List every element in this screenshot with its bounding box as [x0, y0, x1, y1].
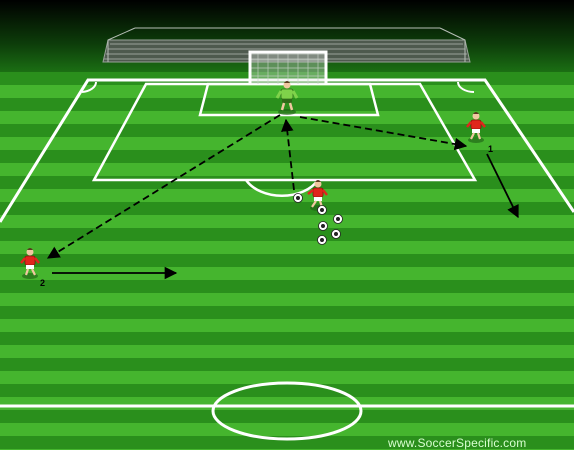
grass-stripe: [0, 241, 574, 254]
grass-stripe: [0, 163, 574, 176]
grass-stripe: [0, 332, 574, 345]
arrows: [46, 114, 519, 280]
center-circle: [211, 381, 363, 441]
player-2-label: 2: [40, 278, 45, 288]
soccer-ball-icon: [318, 221, 328, 231]
grass-stripe: [0, 267, 574, 280]
corner-arc-left: [81, 81, 98, 93]
pitch-lines: [0, 78, 574, 441]
soccer-ball-icon: [331, 229, 341, 239]
penalty-arc: [244, 179, 320, 197]
grass-stripe: [0, 202, 574, 215]
grass-stripe: [0, 293, 574, 306]
watermark: www.SoccerSpecific.com: [388, 436, 527, 450]
player-1-icon: [466, 112, 486, 143]
soccer-balls: [293, 193, 343, 245]
grass-stripe: [0, 280, 574, 293]
grass-stripe: [0, 384, 574, 397]
grass-stripe: [0, 254, 574, 267]
grass-stripe: [0, 215, 574, 228]
player-2-icon: [20, 248, 40, 279]
grass-stripe: [0, 423, 574, 436]
grass-stripe: [0, 410, 574, 423]
grass-stripe: [0, 358, 574, 371]
soccer-ball-icon: [317, 235, 327, 245]
goal-icon: [248, 50, 328, 84]
grass-stripe: [0, 397, 574, 410]
penalty-area: [91, 82, 478, 182]
goal-area: [198, 82, 380, 117]
soccer-ball-icon: [317, 205, 327, 215]
goalkeeper-icon: [275, 81, 299, 115]
shot-arrow-to-goalkeeper: [281, 118, 295, 191]
grass-stripe: [0, 345, 574, 358]
pass-arrow-to-player-1: [299, 116, 468, 151]
grass-stripe: [0, 150, 574, 163]
run-arrow-player-1: [486, 153, 519, 219]
pass-arrow-to-player-2: [46, 114, 281, 259]
grass-stripe: [0, 111, 574, 124]
grass-stripe: [0, 436, 574, 449]
grass-stripe: [0, 228, 574, 241]
soccer-ball-icon: [293, 193, 303, 203]
grass-stripe: [0, 306, 574, 319]
grass-stripe: [0, 176, 574, 189]
corner-arc-right: [457, 81, 475, 93]
player-1-label: 1: [488, 144, 493, 154]
grass-stripe: [0, 319, 574, 332]
touchline-and-goalline: [0, 78, 574, 223]
soccer-ball-icon: [333, 214, 343, 224]
grass-stripe: [0, 371, 574, 384]
